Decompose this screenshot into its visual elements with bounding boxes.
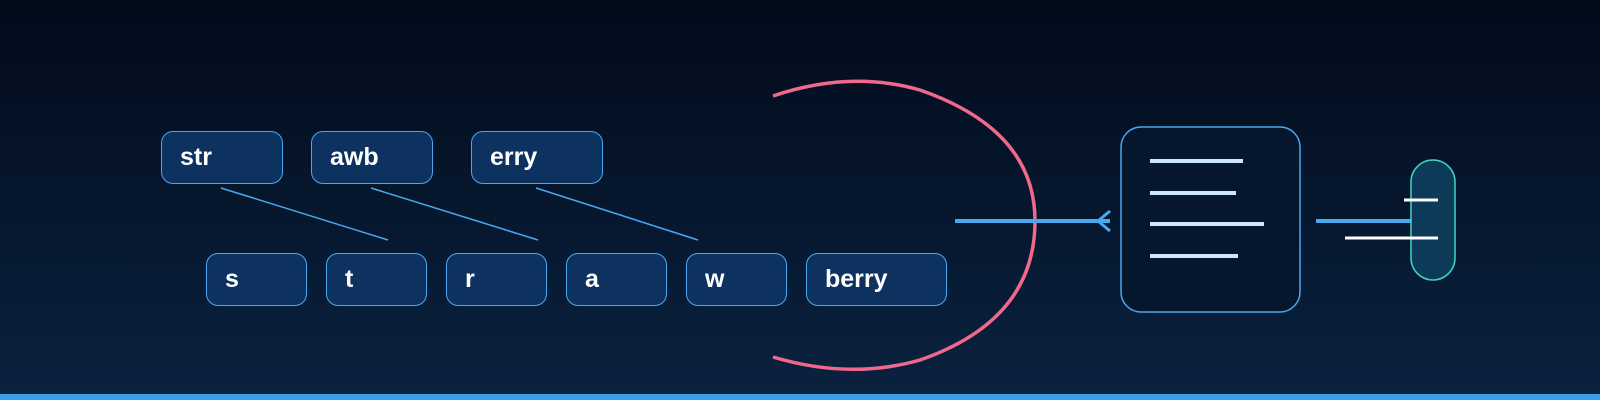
- top-token-awb: awb: [311, 131, 433, 184]
- token-label: awb: [330, 143, 379, 171]
- document-icon: [1120, 126, 1301, 313]
- bottom-token-a: a: [566, 253, 667, 306]
- arrow-icon: [955, 209, 1111, 233]
- bottom-bar: [0, 394, 1600, 400]
- token-label: w: [705, 265, 725, 293]
- token-label: s: [225, 265, 239, 293]
- bottom-token-w: w: [686, 253, 787, 306]
- connector-erry: [535, 187, 699, 241]
- bottom-token-r: r: [446, 253, 547, 306]
- token-label: berry: [825, 265, 888, 293]
- top-token-str: str: [161, 131, 283, 184]
- token-label: str: [180, 143, 212, 171]
- capsule-icon: [1345, 159, 1456, 281]
- bottom-token-berry: berry: [806, 253, 947, 306]
- token-label: erry: [490, 143, 538, 171]
- bottom-token-t: t: [326, 253, 427, 306]
- token-label: a: [585, 265, 599, 293]
- token-label: r: [465, 265, 475, 293]
- top-token-erry: erry: [471, 131, 603, 184]
- connector-str: [220, 187, 389, 241]
- arc-bracket: [772, 79, 1037, 372]
- bottom-token-s: s: [206, 253, 307, 306]
- connector-awb: [370, 187, 539, 241]
- token-label: t: [345, 265, 354, 293]
